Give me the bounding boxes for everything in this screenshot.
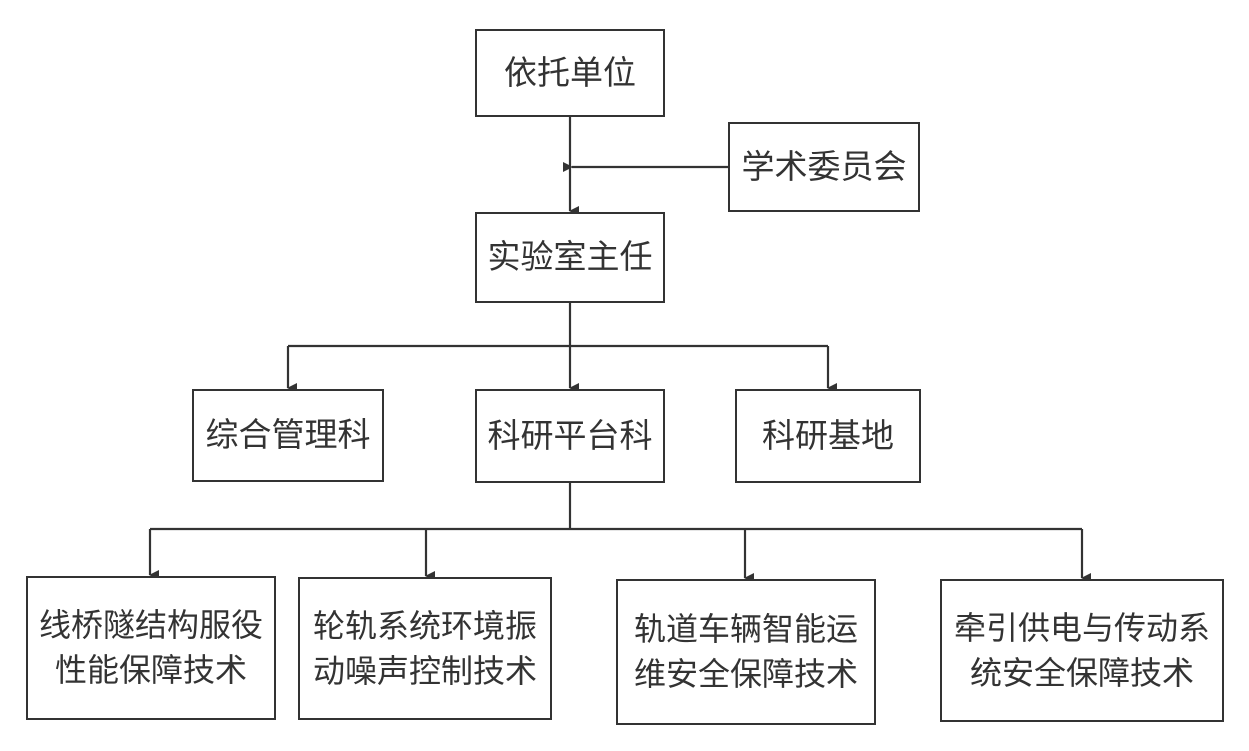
node-academic-committee: 学术委员会 xyxy=(728,122,920,212)
node-host-unit: 依托单位 xyxy=(475,29,665,117)
node-research-area-3: 轨道车辆智能运 维安全保障技术 xyxy=(616,579,876,725)
node-general-admin: 综合管理科 xyxy=(192,389,384,482)
node-lab-director: 实验室主任 xyxy=(475,212,665,303)
node-research-area-2: 轮轨系统环境振 动噪声控制技术 xyxy=(298,577,552,720)
node-research-base: 科研基地 xyxy=(735,389,921,483)
node-research-area-1: 线桥隧结构服役 性能保障技术 xyxy=(26,576,276,720)
node-research-area-4: 牵引供电与传动系 统安全保障技术 xyxy=(940,579,1224,722)
node-research-platform: 科研平台科 xyxy=(475,389,665,483)
